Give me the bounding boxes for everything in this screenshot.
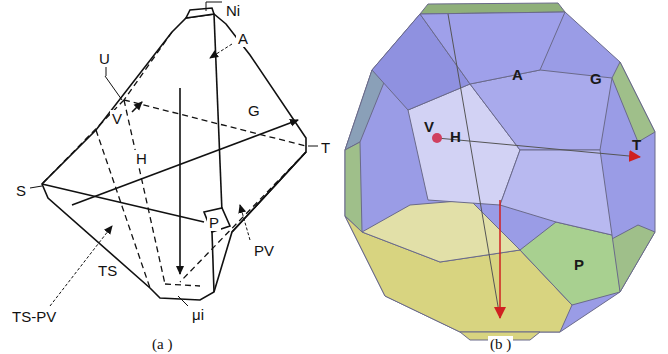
vertex-label: S	[14, 182, 28, 199]
face-label: P	[207, 214, 221, 231]
panel-caption: (b )	[488, 336, 513, 353]
face-label: G	[246, 102, 262, 119]
face-label: H	[448, 128, 463, 145]
vertex-label: Ni	[224, 2, 242, 19]
vertex-label: V	[422, 118, 436, 135]
face-label: G	[588, 70, 604, 87]
face-label: PV	[252, 242, 276, 259]
vertex-label: μi	[190, 306, 206, 323]
vertex-label: T	[630, 136, 643, 153]
face-label: TS-PV	[10, 308, 58, 325]
face-label: A	[510, 66, 525, 83]
face-label: H	[134, 150, 149, 167]
face-label: TS	[96, 262, 119, 279]
panel-caption: (a )	[150, 336, 174, 353]
direction-lines	[432, 14, 640, 318]
face-label: A	[236, 30, 250, 47]
face-label: P	[572, 256, 586, 273]
vertex-label: V	[110, 110, 124, 127]
line-polyhedron	[30, 2, 318, 306]
face-label: U	[97, 50, 112, 67]
vertex-label: T	[319, 139, 332, 156]
coloured-polyhedron	[345, 3, 655, 340]
